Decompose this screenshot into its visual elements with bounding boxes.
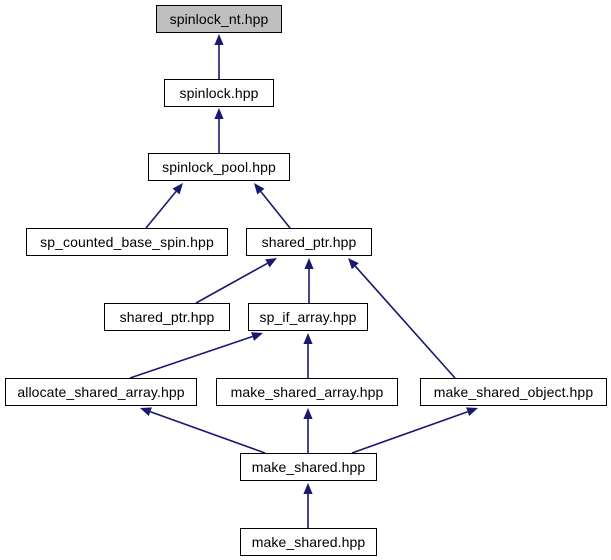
edge-arrowhead: [304, 258, 314, 269]
edge-arrowhead: [172, 183, 183, 195]
node-label: spinlock_pool.hpp: [162, 159, 276, 175]
edge-arrowhead: [214, 34, 224, 45]
edge-arrowhead: [140, 407, 152, 417]
edge-arrowhead: [303, 333, 313, 344]
dependency-edge: [214, 34, 224, 79]
node-make_shared_upper[interactable]: make_shared.hpp: [240, 453, 377, 481]
node-label: make_shared.hpp: [251, 459, 366, 475]
node-label: make_shared_object.hpp: [433, 384, 594, 400]
node-shared_ptr_mid[interactable]: shared_ptr.hpp: [104, 303, 230, 331]
edge-arrowhead: [265, 258, 277, 268]
node-label: sp_counted_base_spin.hpp: [40, 234, 214, 250]
node-label: allocate_shared_array.hpp: [17, 384, 185, 400]
node-spinlock_nt[interactable]: spinlock_nt.hpp: [156, 5, 282, 33]
dependency-edge: [303, 408, 313, 453]
dependency-edge: [145, 183, 183, 229]
dependency-edge: [303, 333, 313, 378]
node-shared_ptr_top[interactable]: shared_ptr.hpp: [246, 228, 372, 256]
node-sp_if_array[interactable]: sp_if_array.hpp: [248, 303, 368, 331]
node-label: make_shared.hpp: [251, 534, 366, 550]
node-spinlock[interactable]: spinlock.hpp: [164, 79, 274, 107]
node-make_shared_object[interactable]: make_shared_object.hpp: [420, 378, 607, 406]
node-sp_counted_base_spin[interactable]: sp_counted_base_spin.hpp: [26, 228, 228, 256]
node-make_shared_lower[interactable]: make_shared.hpp: [240, 528, 377, 556]
node-label: shared_ptr.hpp: [261, 234, 357, 250]
dependency-edge: [254, 183, 291, 229]
edge-arrowhead: [251, 332, 263, 341]
node-label: spinlock_nt.hpp: [169, 11, 269, 27]
node-label: spinlock.hpp: [179, 85, 259, 101]
node-label: shared_ptr.hpp: [119, 309, 215, 325]
dependency-edge: [129, 332, 263, 379]
dependency-edge: [303, 483, 313, 528]
node-label: sp_if_array.hpp: [259, 309, 357, 325]
edge-arrowhead: [303, 408, 313, 419]
dependency-edge: [304, 258, 314, 303]
node-make_shared_array[interactable]: make_shared_array.hpp: [216, 378, 398, 406]
edge-arrowhead: [254, 183, 265, 195]
dependency-edge: [351, 407, 478, 454]
dependency-edge: [214, 108, 224, 153]
edge-arrowhead: [303, 483, 313, 494]
node-allocate_shared_array[interactable]: allocate_shared_array.hpp: [5, 378, 197, 406]
edge-arrowhead: [214, 108, 224, 119]
node-label: make_shared_array.hpp: [230, 384, 384, 400]
dependency-edge: [140, 407, 266, 454]
edge-arrowhead: [348, 258, 359, 270]
dependency-edge: [195, 258, 277, 304]
node-spinlock_pool[interactable]: spinlock_pool.hpp: [148, 153, 290, 181]
edge-arrowhead: [466, 407, 478, 417]
